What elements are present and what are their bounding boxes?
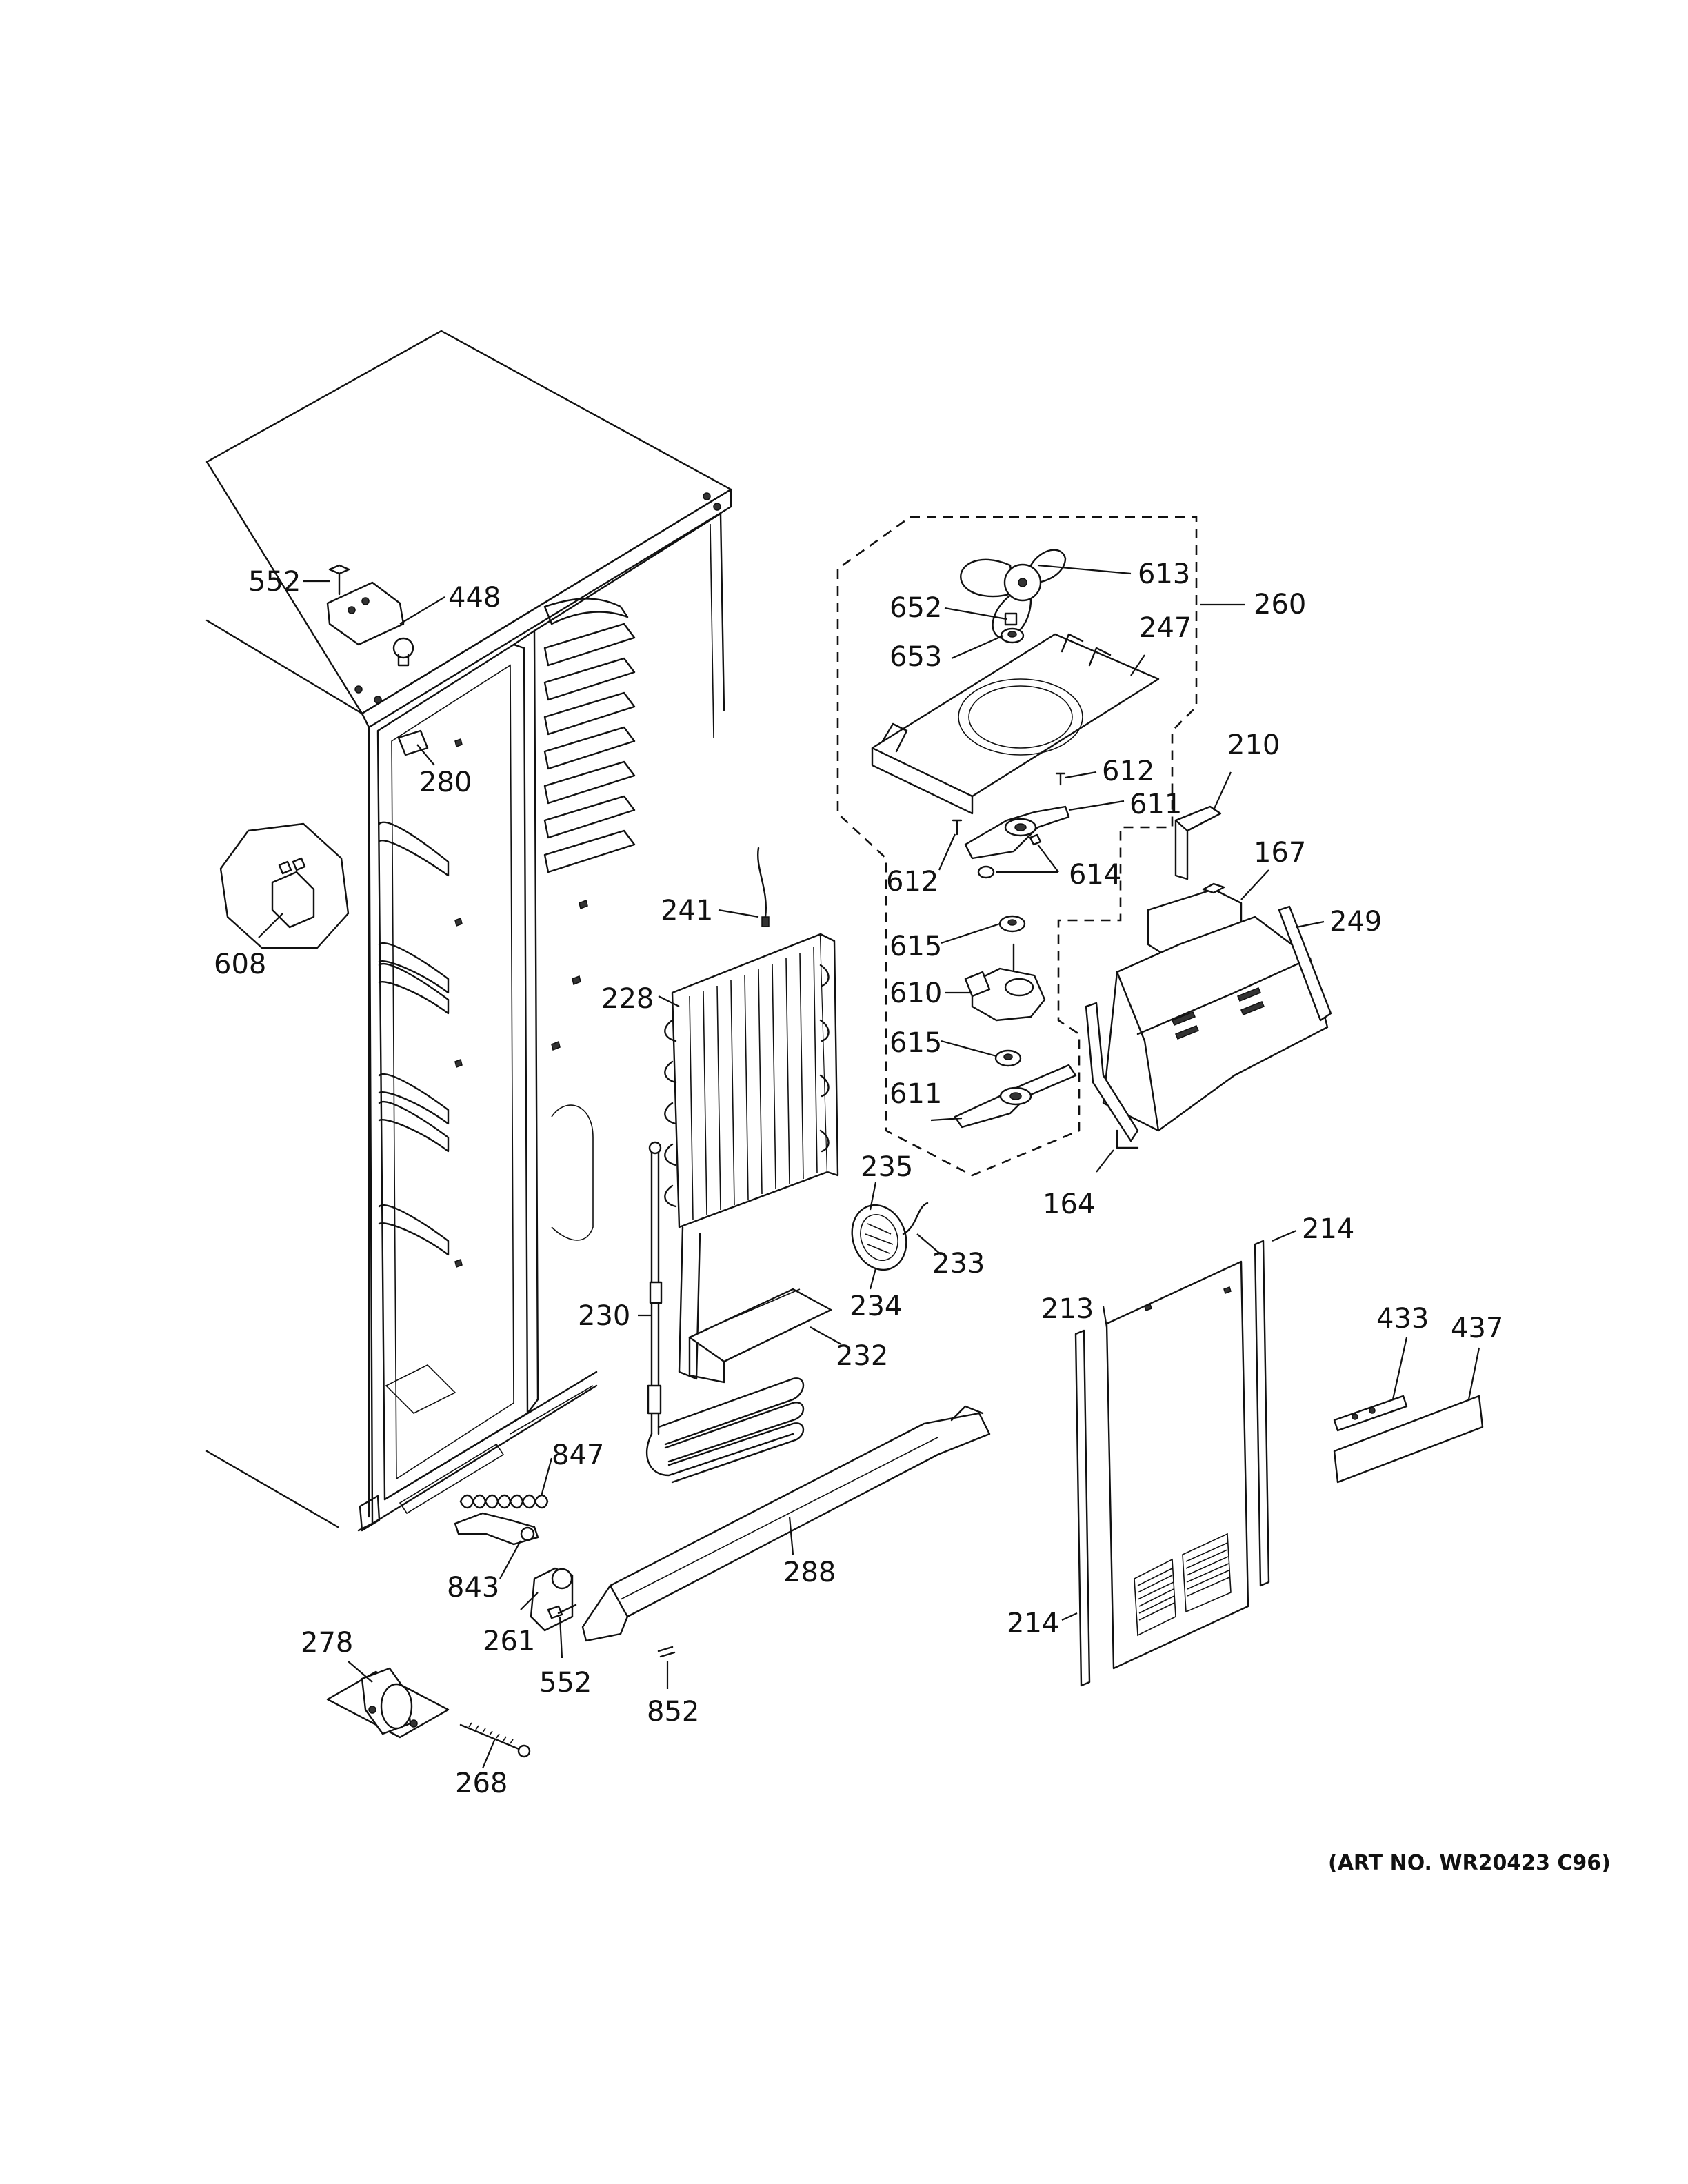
callout-552-bottom: 552: [539, 1667, 592, 1699]
part-552-screw-top: [328, 564, 350, 596]
callout-843: 843: [447, 1572, 499, 1604]
part-232-drain-pan: [688, 1288, 832, 1384]
part-608-switch: [219, 822, 350, 949]
callout-608: 608: [214, 949, 266, 980]
callout-228: 228: [601, 983, 654, 1015]
callout-612-upper: 612: [1102, 756, 1154, 787]
callout-552-top: 552: [248, 566, 301, 598]
callout-261: 261: [483, 1626, 535, 1657]
callout-280: 280: [419, 767, 472, 798]
callout-653: 653: [890, 641, 942, 673]
callout-214-right: 214: [1302, 1213, 1354, 1245]
callout-852: 852: [647, 1696, 699, 1728]
callout-235: 235: [861, 1151, 913, 1183]
callout-448: 448: [448, 582, 501, 614]
part-615-bushing-lower: [994, 1049, 1022, 1067]
part-614-grommets: [977, 833, 1042, 879]
callout-288: 288: [783, 1557, 836, 1588]
callout-214-left: 214: [1007, 1608, 1059, 1639]
part-652-part: [1004, 612, 1018, 626]
part-214-strip-left: [1074, 1329, 1091, 1687]
part-278-roller: [326, 1667, 450, 1739]
part-437-cover: [1333, 1395, 1484, 1484]
part-288-cover-channel: [581, 1405, 991, 1642]
callout-615-lower: 615: [890, 1027, 942, 1059]
callout-612-lower: 612: [886, 866, 938, 898]
callout-167: 167: [1254, 837, 1306, 869]
part-233-wire: [902, 1202, 929, 1235]
callout-278: 278: [301, 1627, 353, 1659]
callout-213: 213: [1041, 1293, 1094, 1325]
part-611-bracket-lower: [954, 1064, 1077, 1129]
callout-249: 249: [1329, 906, 1382, 938]
leader-lines: [258, 564, 1480, 1769]
callout-611-upper: 611: [1129, 789, 1182, 820]
part-611-bracket-upper: [964, 805, 1070, 860]
part-230-defrost-heater: [645, 1141, 805, 1484]
part-612-screw-upper: [1055, 772, 1066, 786]
part-852-screw: [657, 1646, 676, 1658]
part-847-spring: [459, 1494, 549, 1509]
part-612-screw-lower: [952, 819, 963, 836]
callout-268: 268: [455, 1768, 508, 1799]
callout-233: 233: [932, 1248, 985, 1280]
callout-232: 232: [836, 1340, 888, 1372]
part-235-cover: [851, 1204, 907, 1271]
part-241-sensor-wire: [757, 847, 770, 927]
callout-230: 230: [578, 1300, 630, 1332]
part-448-top-hinge: [326, 581, 414, 667]
part-653-washer: [1000, 627, 1025, 644]
callout-610: 610: [890, 978, 942, 1009]
callout-615-upper: 615: [890, 931, 942, 962]
part-164-channel: [1085, 1002, 1139, 1149]
callout-241: 241: [661, 895, 713, 927]
part-228-evaporator: [664, 933, 839, 1380]
callout-234: 234: [850, 1291, 902, 1322]
group-260-outline: [836, 516, 1198, 1177]
art-number: (ART NO. WR20423 C96): [1328, 1851, 1611, 1875]
part-210: [1174, 805, 1222, 880]
callout-614: 614: [1069, 859, 1121, 891]
part-247-fan-shroud: [871, 633, 1160, 815]
callout-847: 847: [552, 1439, 604, 1471]
part-843-lever: [454, 1512, 539, 1546]
part-213-rear-panel: [1105, 1260, 1249, 1670]
cabinet: [205, 330, 732, 1532]
callout-433: 433: [1376, 1303, 1429, 1335]
part-214-strip-right: [1254, 1240, 1270, 1587]
callout-652: 652: [890, 592, 942, 624]
callout-611-lower: 611: [890, 1078, 942, 1110]
part-615-bushing-upper: [998, 915, 1026, 933]
part-610-fan-motor: [964, 943, 1046, 1022]
part-261-bracket: [530, 1567, 574, 1632]
part-433-part: [1333, 1395, 1408, 1432]
callout-247: 247: [1139, 612, 1192, 644]
callout-437: 437: [1451, 1313, 1503, 1344]
callout-613: 613: [1138, 558, 1190, 590]
part-552-screw-bottom: [547, 1604, 577, 1619]
part-268-bolt: [459, 1722, 531, 1758]
callout-210: 210: [1227, 729, 1280, 761]
callout-164: 164: [1043, 1189, 1095, 1220]
callout-labels: 552 448 280 608 613 652 653 247 260 612 …: [214, 558, 1611, 1875]
callout-260: 260: [1254, 589, 1306, 620]
part-249-air-duct: [1102, 905, 1332, 1132]
